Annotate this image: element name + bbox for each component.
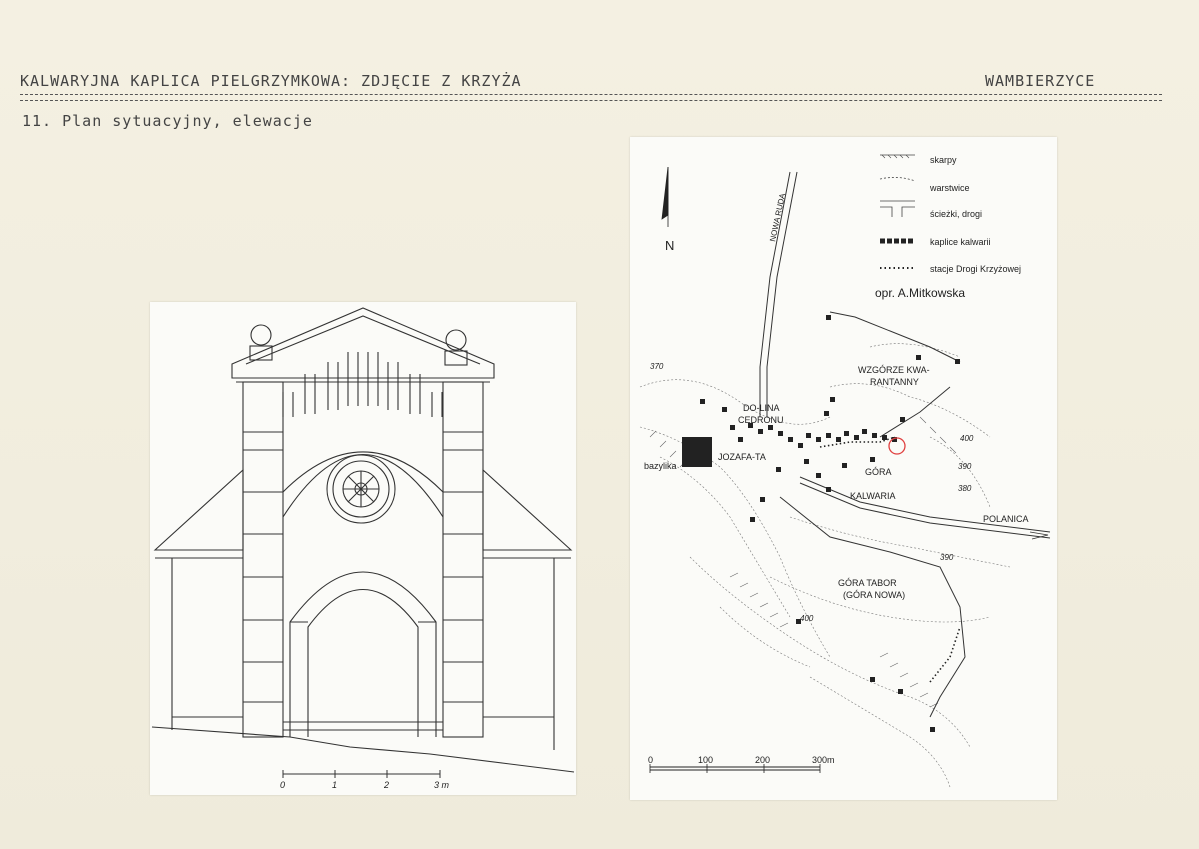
door-arch	[289, 571, 437, 737]
map-scale-200: 200	[755, 755, 770, 765]
label-dolina-1: DO-LINA	[743, 403, 780, 413]
map-scale-100: 100	[698, 755, 713, 765]
chapel-marker-circle	[888, 437, 906, 455]
label-dolina-2: CEDRONU	[738, 415, 784, 425]
elevation-drawing: 0 1 2 3 m	[150, 302, 576, 795]
contour-390-a: 390	[958, 462, 972, 471]
label-gora: GÓRA	[865, 467, 892, 477]
legend-label-3: kaplice kalwarii	[930, 237, 991, 247]
document-title: KALWARYJNA KAPLICA PIELGRZYMKOWA: ZDJĘCI…	[20, 72, 522, 90]
label-tabor-1: GÓRA TABOR	[838, 578, 897, 588]
elev-scale-3: 3 m	[434, 780, 450, 790]
divider-rule-top	[20, 94, 1162, 95]
label-wzgorze-2: RANTANNY	[870, 377, 919, 387]
contour-400-b: 400	[800, 614, 814, 623]
map-scale-0: 0	[648, 755, 653, 765]
contour-400-a: 400	[960, 434, 974, 443]
label-wzgorze-1: WZGÓRZE KWA-	[858, 365, 930, 375]
legend-label-1: warstwice	[929, 183, 970, 193]
contour-380: 380	[958, 484, 972, 493]
legend-label-4: stacje Drogi Krzyżowej	[930, 264, 1021, 274]
map-author: opr. A.Mitkowska	[875, 286, 965, 300]
elev-scale-1: 1	[332, 780, 337, 790]
north-label: N	[665, 238, 674, 253]
label-tabor-2: (GÓRA NOWA)	[843, 590, 905, 600]
location-label: WAMBIERZYCE	[985, 72, 1096, 90]
map-scale-300: 300m	[812, 755, 835, 765]
slope-hatching	[649, 416, 957, 708]
figure-caption: 11. Plan sytuacyjny, elewacje	[22, 112, 313, 130]
contour-370: 370	[650, 362, 664, 371]
contour-lines	[639, 343, 1011, 788]
north-arrow	[661, 166, 669, 227]
legend-label-0: skarpy	[930, 155, 957, 165]
divider-rule-bottom	[20, 100, 1162, 101]
label-jozafata: JOZAFA-TA	[718, 452, 766, 462]
left-finial	[250, 324, 272, 346]
label-kalwaria: KALWARIA	[850, 491, 896, 501]
rose-window	[326, 454, 396, 524]
label-bazylika: bazylika	[644, 461, 677, 471]
ground-line	[151, 726, 575, 773]
elev-scale-2: 2	[383, 780, 389, 790]
gable	[231, 307, 495, 379]
legend-label-2: ścieżki, drogi	[930, 209, 982, 219]
label-nowa-ruda: NOWA RUDA	[768, 192, 787, 242]
right-finial	[445, 329, 467, 351]
calvary-chapels	[682, 315, 960, 732]
legend-symbols	[879, 154, 916, 269]
site-plan-map: N skarpy warstwice ścieżki, drogi kaplic…	[630, 137, 1057, 800]
elev-scale-0: 0	[280, 780, 285, 790]
label-polanica: POLANICA	[983, 514, 1029, 524]
upper-arch	[282, 453, 444, 518]
contour-390-b: 390	[940, 553, 954, 562]
